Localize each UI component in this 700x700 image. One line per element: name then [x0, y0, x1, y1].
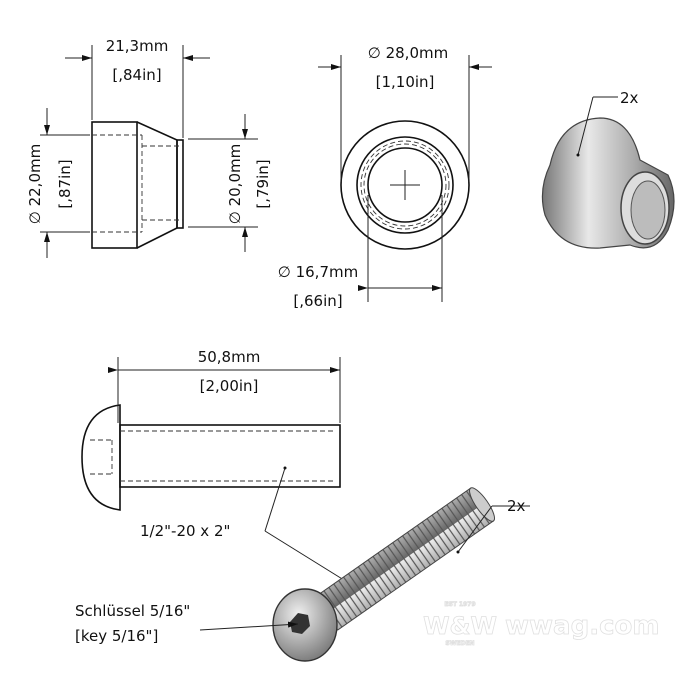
- front-outer-dia-mm: ∅ 28,0mm: [368, 44, 448, 62]
- spacer-length-in: [,84in]: [112, 66, 161, 84]
- svg-text:W&W: W&W: [423, 612, 497, 640]
- spacer-outer-dia-mm: ∅ 22,0mm: [26, 144, 44, 224]
- svg-text:SWEDEN: SWEDEN: [445, 640, 474, 647]
- svg-text:EST 1979: EST 1979: [444, 601, 475, 608]
- watermark-logo: EST 1979 W&W SWEDEN wwag.com: [423, 601, 660, 648]
- spacer-quantity: 2x: [620, 89, 639, 107]
- bolt-spec: 1/2"-20 x 2": [140, 522, 230, 540]
- key-size-en: [key 5/16"]: [75, 627, 158, 645]
- spacer-front-view: [318, 55, 492, 302]
- bolt-length-in: [2,00in]: [200, 377, 259, 395]
- front-outer-dia-in: [1,10in]: [376, 73, 435, 91]
- bolt-length-mm: 50,8mm: [198, 348, 261, 366]
- spacer-3d-render: [541, 96, 675, 249]
- spacer-length-mm: 21,3mm: [106, 37, 169, 55]
- bolt-3d-render: [199, 487, 530, 662]
- spacer-collar-dia-in: [,79in]: [254, 159, 272, 208]
- front-inner-dia-in: [,66in]: [293, 292, 342, 310]
- key-size-de: Schlüssel 5/16": [75, 602, 190, 620]
- front-inner-dia-mm: ∅ 16,7mm: [278, 263, 358, 281]
- spacer-collar-dia-mm: ∅ 20,0mm: [226, 144, 244, 224]
- bolt-quantity: 2x: [507, 497, 526, 515]
- svg-text:wwag.com: wwag.com: [505, 611, 659, 641]
- spacer-outer-dia-in: [,87in]: [56, 159, 74, 208]
- spacer-side-view: [40, 45, 258, 258]
